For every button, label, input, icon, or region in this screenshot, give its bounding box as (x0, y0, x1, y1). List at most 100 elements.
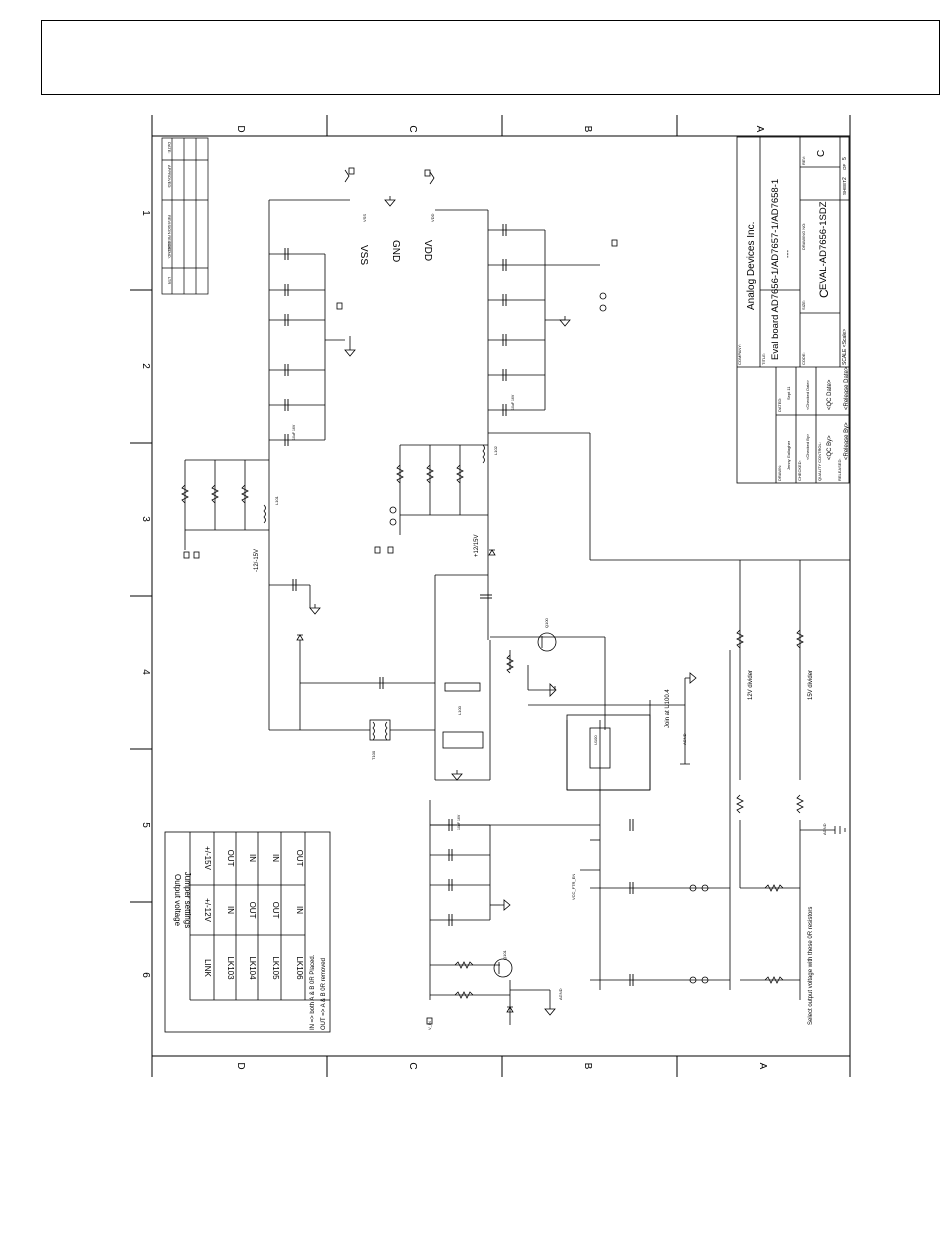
tb-sheet-label: SHEET (842, 180, 847, 195)
select-label: Select output voltage with these 0R resi… (808, 907, 814, 1025)
zone-letter-bot-b: B (582, 1063, 593, 1070)
zone-number-2: 2 (140, 363, 151, 369)
jumper-row4-15v: OUT (295, 850, 304, 867)
tb-size-label: SIZE: (801, 300, 806, 310)
connectors (183, 167, 709, 1025)
tb-drawing: EVAL-AD7656-1SDZ (818, 201, 829, 290)
jumper-row4-12v: IN (295, 906, 304, 914)
tb-title: Eval board AD7656-1/AD7657-1/AD7658-1 (770, 179, 781, 360)
tb-rev: C (816, 150, 827, 157)
div15-label: 15V divider (808, 670, 814, 700)
rev-date: DATE: (167, 142, 172, 153)
agnd-label-2: AGND (822, 823, 827, 835)
jumper-title-2: Jumper settings (183, 872, 192, 928)
rev-eco: ECO NO. (167, 242, 172, 259)
vcc-label: VCC_FTR_EN (571, 874, 576, 900)
zone-letter-top-c: C (407, 125, 418, 132)
jumper-row2-12v: OUT (248, 902, 257, 919)
vss-label: VSS (358, 245, 369, 265)
tb-released: <Release By> (844, 422, 850, 460)
jumper-title-1: Output voltage (173, 874, 182, 927)
tb-scale: SCALE <Scale> (842, 329, 848, 365)
tb-rev-label: REV: (801, 156, 806, 165)
neg-rail-label: -12/-15V (254, 549, 260, 572)
tb-drawing-label: DRAWING NO: (801, 223, 806, 250)
jumper-row3-link: LK105 (271, 956, 280, 980)
capacitors (284, 224, 634, 986)
zone-letter-top-b: B (582, 126, 593, 133)
zone-borders (130, 115, 851, 1077)
jumper-row2-link: LK104 (248, 956, 257, 980)
zone-number-3: 3 (140, 516, 151, 522)
join-label: Join at U100.4 (665, 689, 671, 728)
title-block (736, 136, 850, 484)
jumper-row3-12v: OUT (271, 902, 280, 919)
tb-of-label: OF (842, 163, 847, 170)
jumper-row3-15v: IN (271, 854, 280, 862)
zone-letter-top-d: D (235, 125, 246, 132)
ferrite2-label: L102 (493, 445, 498, 455)
jumper-row1-link: LK103 (226, 956, 235, 980)
resistors (181, 464, 804, 999)
zone-letter-bot-d: D (235, 1062, 246, 1069)
zone-letter-top-a: A (754, 126, 765, 133)
vdd-label: VDD (422, 240, 433, 261)
inductor-label: L100 (457, 705, 462, 715)
rev-ltr: LTR (167, 277, 172, 284)
tb-sheet: 2 (842, 177, 848, 180)
tb-dated-label: DATED: (777, 398, 782, 412)
gnd-label: GND (390, 240, 401, 262)
cap-value-2: 10uF 16V (511, 394, 515, 410)
pos-rail-label: +12/15V (474, 534, 480, 557)
tb-of: 5 (842, 157, 848, 160)
tb-qc-date: <QC Date> (827, 379, 833, 410)
tb-checked: <Checked By> (805, 433, 810, 460)
u100-label: U100 (593, 735, 598, 745)
tb-code-label: CODE: (801, 352, 806, 365)
tb-qc: <QC By> (827, 435, 833, 460)
vdd-pin: VDD (430, 213, 435, 222)
tb-qc-label: QUALITY CONTROL: (817, 442, 822, 481)
cap-value-1: 10uF 16V (292, 424, 296, 440)
jumper-row1-12v: IN (226, 906, 235, 914)
zone-number-4: 4 (140, 669, 151, 675)
zone-number-6: 6 (140, 972, 151, 978)
jumper-note-2: OUT => A & B 0R removed (321, 958, 327, 1030)
div12-label: 12V divider (748, 670, 754, 700)
q101-label: Q101 (502, 949, 507, 960)
jumper-note-1: IN => both A & B 0R Placed. (310, 954, 316, 1030)
jumper-header-12v: +/-12V (203, 898, 212, 922)
tb-drawn-label: DRAWN: (777, 465, 782, 481)
zone-letter-bot-c: C (407, 1062, 418, 1069)
revision-block (161, 137, 209, 295)
tb-dated: Sept 11 (786, 386, 791, 400)
tb-released-label: RELEASED: (837, 459, 842, 481)
agnd-label-1: AGND (682, 733, 687, 745)
vin-label: V_IN (427, 1021, 432, 1030)
jumper-row4-link: LK106 (295, 956, 304, 980)
zone-letter-bot-a: A (757, 1063, 768, 1070)
agnd-label-3: AGND (558, 988, 563, 1000)
jumper-header-15v: +/-15V (203, 846, 212, 870)
tb-drawn: Jenny Gallagher (786, 440, 791, 470)
tb-checked-label: CHECKED: (797, 460, 802, 481)
tb-company: Analog Devices Inc. (746, 222, 757, 310)
header-box (41, 20, 940, 95)
vss-pin: VSS (362, 214, 367, 222)
transformer-label: T100 (371, 750, 376, 760)
jumper-row2-15v: IN (248, 854, 257, 862)
tb-title-label: TITLE: (761, 353, 766, 365)
tb-title-sub: --- (783, 250, 792, 258)
rev-record-title: REVISION RECORD (167, 215, 172, 253)
tb-released-date: <Release Date> (844, 366, 850, 410)
zone-number-1: 1 (140, 210, 151, 216)
tb-size: C (817, 289, 831, 298)
q100-label: Q100 (544, 617, 549, 628)
jumper-row1-15v: OUT (226, 850, 235, 867)
ground-symbols (309, 196, 846, 1016)
ferrite1-label: L101 (274, 495, 279, 505)
cap-value-3: 10uF 16V (457, 814, 461, 830)
tb-checked-date: <Checked Date> (805, 379, 810, 410)
jumper-table (164, 831, 331, 1033)
